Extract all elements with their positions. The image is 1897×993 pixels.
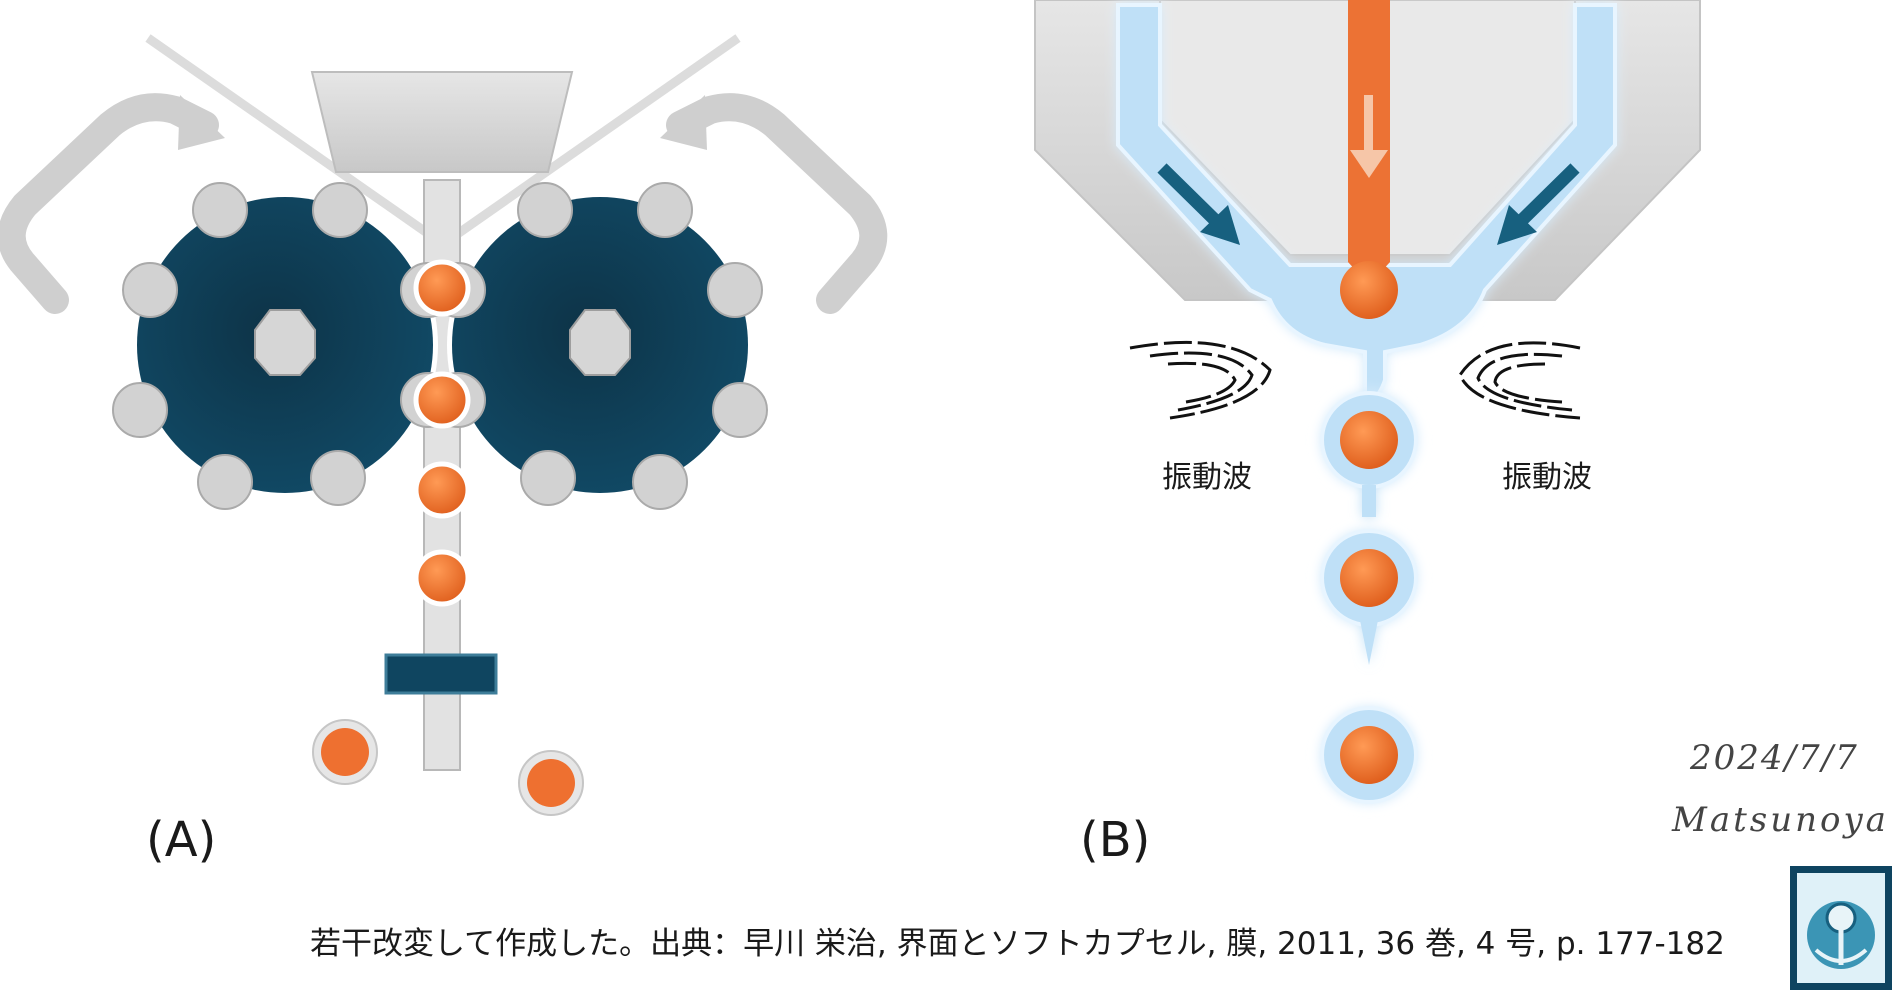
roller-pockets-left	[112, 182, 456, 510]
return-arrow-right	[660, 93, 888, 314]
vibration-wave-right-marks	[1458, 341, 1581, 420]
vibration-wave-label-right: 振動波	[1502, 460, 1592, 495]
vibration-wave-left-marks	[1129, 340, 1272, 420]
film-sheet-left	[145, 34, 433, 239]
stripper-plate	[384, 653, 498, 695]
signature-date: 2024/7/7	[1690, 738, 1859, 778]
source-citation: 若干改変して作成した。出典：早川 栄治, 界面とソフトカプセル, 膜, 2011…	[310, 926, 1725, 962]
signature-author: Matsunoya	[1672, 800, 1889, 840]
film-sheet-right	[453, 34, 741, 239]
panel-b-drawing	[1034, 0, 1701, 804]
capsule	[413, 371, 471, 429]
capsule	[413, 461, 471, 519]
panel-a-label: (A)	[146, 812, 217, 868]
capsules-panel-a	[413, 259, 471, 607]
shell-liquid-channel	[1116, 3, 1617, 402]
roller-shaft-left	[254, 309, 316, 376]
shell-flow-arrow-right	[1497, 163, 1580, 245]
finished-capsules	[312, 719, 584, 816]
panel-b-label: (B)	[1080, 812, 1151, 868]
vibration-wave-label-left: 振動波	[1162, 460, 1252, 495]
author-logo	[1790, 866, 1892, 990]
die-roller-right	[430, 182, 768, 510]
shell-flow-arrow-left	[1157, 163, 1240, 245]
capsule	[1340, 411, 1398, 469]
capsule	[413, 259, 471, 317]
capsule	[1340, 726, 1398, 784]
wedge-hopper	[310, 71, 574, 173]
panel-a-drawing	[0, 34, 888, 816]
capsule	[413, 549, 471, 607]
roller-shaft-right	[569, 309, 631, 376]
core-flow-arrow	[1350, 95, 1388, 178]
return-arrow-left	[0, 93, 225, 314]
capsule	[321, 728, 369, 776]
forming-capsule	[1340, 261, 1398, 319]
capsule	[527, 759, 575, 807]
capsule	[1340, 549, 1398, 607]
droplet-chain	[1320, 391, 1418, 804]
die-roller-left	[112, 182, 456, 510]
